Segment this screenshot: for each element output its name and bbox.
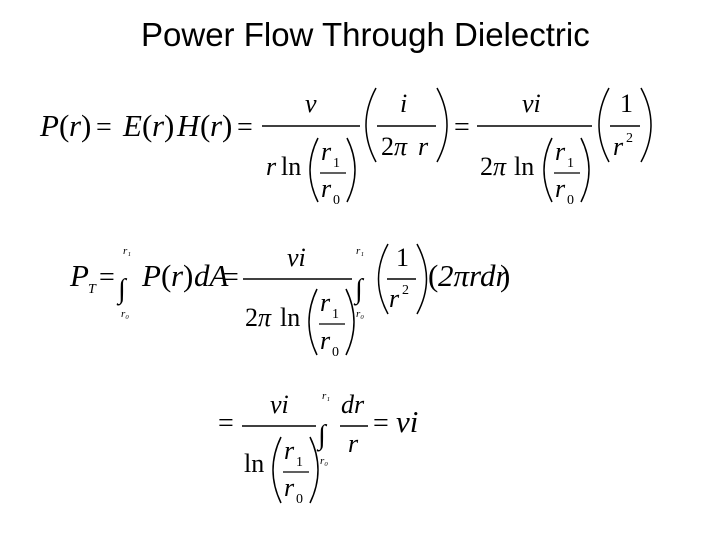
symbol-r: r — [171, 258, 184, 293]
symbol-i: i — [400, 89, 407, 118]
integral-upper-limit: r₁ — [322, 390, 330, 402]
symbol-E: E — [122, 108, 142, 143]
symbol-r1: r — [320, 288, 331, 317]
paren-close — [416, 243, 428, 315]
symbol-r1: r — [555, 137, 566, 166]
paren-open — [598, 87, 610, 163]
subscript-0: 0 — [332, 345, 339, 360]
paren-open — [377, 243, 389, 315]
symbol-vi: vi — [270, 390, 289, 419]
paren-open: ( — [200, 108, 210, 143]
symbol-r1: r — [284, 436, 295, 465]
equals-sign: = — [96, 112, 112, 143]
ln-operator: ln — [514, 152, 534, 181]
term-2-pi-r-dr: 2πrdr — [438, 258, 508, 293]
paren-close: ) — [164, 108, 174, 143]
equals-sign: = — [373, 408, 389, 439]
subscript-1: 1 — [567, 156, 574, 171]
equals-sign: = — [223, 262, 239, 293]
superscript-2: 2 — [402, 283, 409, 298]
symbol-P: P — [69, 258, 89, 293]
symbol-P: P — [39, 108, 59, 143]
integral-sign: ∫ — [353, 274, 365, 306]
subscript-1: 1 — [333, 156, 340, 171]
symbol-dr: dr — [341, 390, 365, 419]
subscript-0: 0 — [296, 492, 303, 507]
paren-open: ( — [428, 258, 438, 293]
paren-close: ) — [183, 258, 193, 293]
integral-upper-limit: r₁ — [123, 245, 131, 257]
symbol-r0: r — [320, 326, 331, 355]
paren-open — [309, 137, 319, 203]
superscript-2: 2 — [626, 131, 633, 146]
integral-sign: ∫ — [116, 274, 128, 306]
integral-lower-limit: r₀ — [320, 455, 328, 467]
symbol-vi: vi — [396, 404, 418, 439]
symbol-dA: dA — [194, 258, 230, 293]
symbol-r0: r — [284, 473, 295, 502]
number-2: 2 — [480, 152, 493, 181]
symbol-r: r — [613, 132, 624, 161]
symbol-r: r — [210, 108, 223, 143]
paren-open: ( — [142, 108, 152, 143]
integral-upper-limit: r₁ — [356, 245, 364, 257]
paren-close — [309, 436, 319, 504]
number-1: 1 — [396, 243, 409, 272]
paren-close — [345, 288, 355, 356]
subscript-0: 0 — [333, 193, 340, 208]
paren-open — [365, 87, 377, 163]
symbol-H: H — [176, 108, 201, 143]
equals-sign: = — [454, 112, 470, 143]
symbol-pi: π — [258, 303, 272, 332]
symbol-vi: vi — [287, 243, 306, 272]
number-1: 1 — [620, 89, 633, 118]
integral-sign: ∫ — [316, 420, 328, 452]
symbol-r: r — [69, 108, 82, 143]
symbol-r: r — [152, 108, 165, 143]
symbol-r1: r — [321, 137, 332, 166]
ln-operator: ln — [280, 303, 300, 332]
paren-open: ( — [59, 108, 69, 143]
symbol-pi: π — [493, 152, 507, 181]
symbol-r0: r — [555, 174, 566, 203]
integral-lower-limit: r₀ — [121, 308, 129, 320]
symbol-r: r — [418, 132, 429, 161]
subscript-1: 1 — [332, 307, 339, 322]
ln-operator: ln — [244, 449, 264, 478]
symbol-r: r — [389, 284, 400, 313]
paren-close: ) — [500, 258, 510, 293]
symbol-r: r — [348, 429, 359, 458]
paren-open — [308, 288, 318, 356]
equals-sign: = — [237, 112, 253, 143]
number-2: 2 — [381, 132, 394, 161]
paren-open: ( — [161, 258, 171, 293]
paren-close — [436, 87, 448, 163]
subscript-1: 1 — [296, 455, 303, 470]
paren-close: ) — [81, 108, 91, 143]
slide-title: Power Flow Through Dielectric — [141, 16, 590, 53]
paren-open — [272, 436, 282, 504]
symbol-r0: r — [321, 174, 332, 203]
integral-lower-limit: r₀ — [356, 308, 364, 320]
symbol-P: P — [141, 258, 161, 293]
paren-close — [346, 137, 356, 203]
ln-operator: ln — [281, 152, 301, 181]
subscript-T: T — [88, 282, 97, 297]
equals-sign: = — [99, 262, 115, 293]
number-2: 2 — [245, 303, 258, 332]
paren-close: ) — [222, 108, 232, 143]
paren-close — [640, 87, 652, 163]
subscript-0: 0 — [567, 193, 574, 208]
equals-sign: = — [218, 408, 234, 439]
paren-open — [543, 137, 553, 203]
symbol-pi: π — [394, 132, 408, 161]
equation-total-power: P T = r₁ ∫ r₀ P ( r ) dA = vi 2 π ln r 1… — [69, 243, 510, 360]
symbol-vi: vi — [522, 89, 541, 118]
paren-close — [580, 137, 590, 203]
equation-result: = vi ln r 1 r 0 r₁ ∫ r₀ dr r = vi — [218, 390, 418, 507]
symbol-r: r — [266, 152, 277, 181]
equation-power-density: P ( r ) = E ( r ) H ( r ) = v r ln r 1 r… — [39, 87, 652, 208]
symbol-v: v — [305, 89, 317, 118]
